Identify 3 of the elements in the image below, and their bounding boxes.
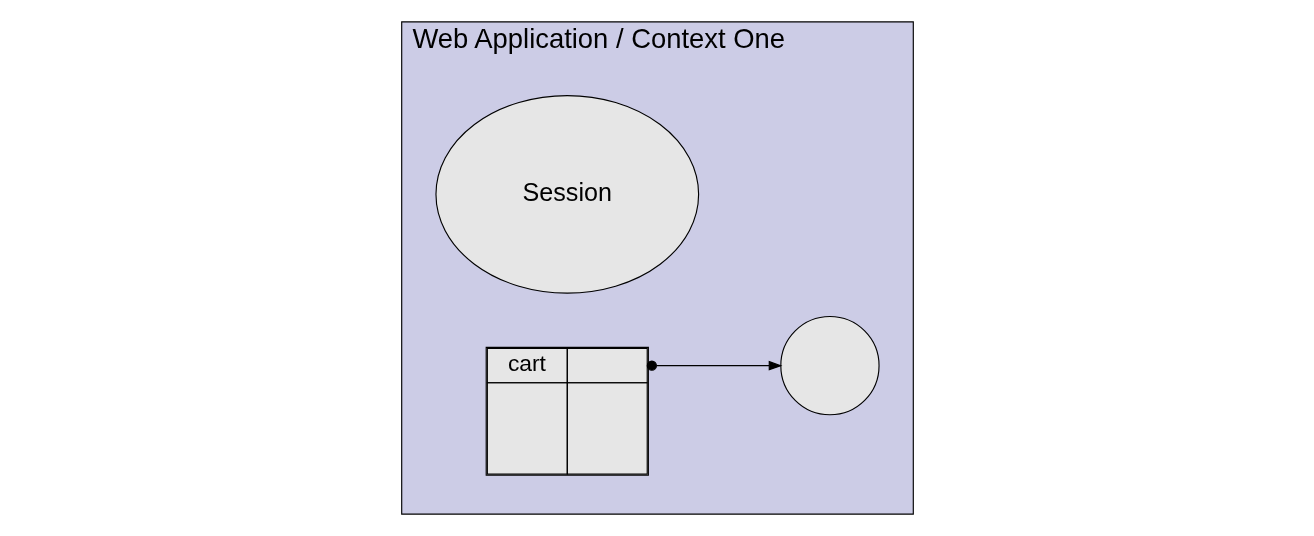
node-ellipse: Session: [434, 95, 699, 294]
arrow: [646, 360, 782, 371]
node-circle: [779, 315, 880, 416]
